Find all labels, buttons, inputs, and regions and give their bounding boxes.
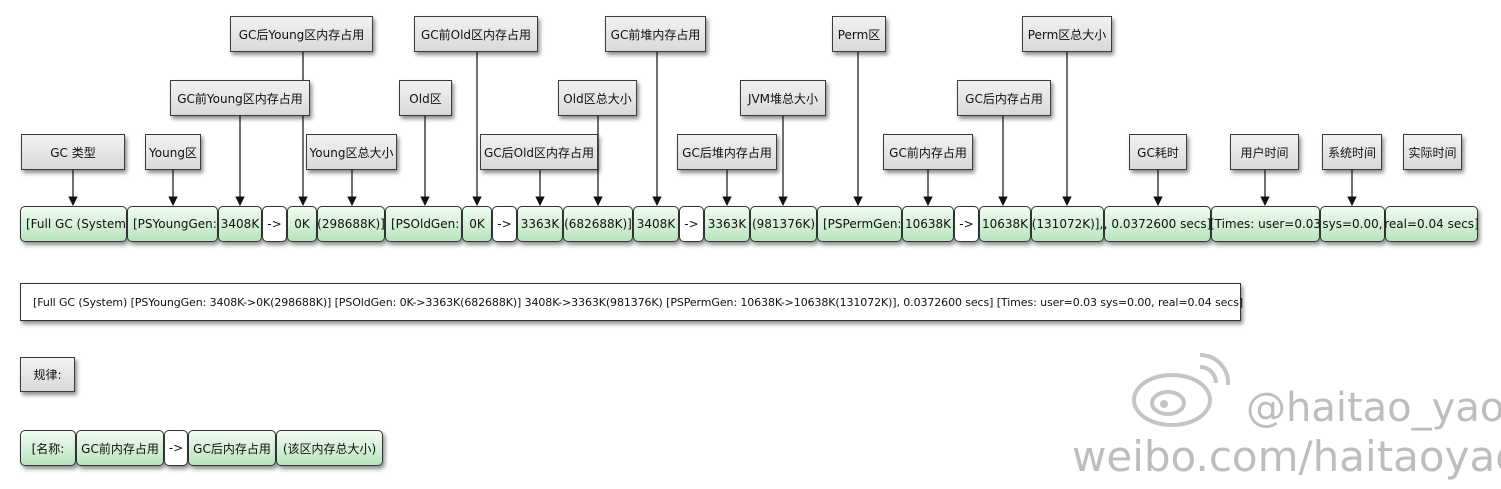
segment-heap-after: 3363K bbox=[704, 206, 750, 242]
label-young-before: GC前Young区内存占用 bbox=[170, 80, 310, 116]
segment-perm-before: 10638K bbox=[902, 206, 954, 242]
segment-gc-time: , 0.0372600 secs] bbox=[1104, 206, 1211, 242]
segment-young-after: 0K bbox=[287, 206, 317, 242]
label-jvm-heap-total: JVM堆总大小 bbox=[740, 80, 826, 116]
segment-psoldgen: [PSOldGen: bbox=[385, 206, 462, 242]
label-perm-area: Perm区 bbox=[832, 16, 886, 52]
label-young-total: Young区总大小 bbox=[306, 134, 397, 170]
label-sys-time: 系统时间 bbox=[1322, 134, 1382, 170]
label-user-time: 用户时间 bbox=[1230, 134, 1299, 170]
segment-user-time: [Times: user=0.03 bbox=[1210, 206, 1321, 242]
segment-young-before: 3408K bbox=[218, 206, 262, 242]
label-gc-time: GC耗时 bbox=[1129, 134, 1187, 170]
label-old-before: GC前Old区内存占用 bbox=[414, 16, 538, 52]
label-young-area: Young区 bbox=[145, 134, 201, 170]
rule-before-segment: GC前内存占用 bbox=[76, 430, 164, 466]
segment-old-before: 0K bbox=[462, 206, 492, 242]
full-log-line: [Full GC (System) [PSYoungGen: 3408K->0K… bbox=[20, 283, 1243, 321]
rule-name-segment: [名称: bbox=[20, 430, 76, 466]
segment-sys-time: sys=0.00, bbox=[1320, 206, 1385, 242]
segment-old-after: 3363K bbox=[517, 206, 563, 242]
segment-young-arrow: -> bbox=[262, 206, 287, 242]
label-heap-after: GC后堆内存占用 bbox=[677, 134, 777, 170]
segment-jvm-heap-total: (981376K) bbox=[750, 206, 817, 242]
segment-old-total: (682688K)] bbox=[563, 206, 633, 242]
segment-young-total: (298688K)] bbox=[317, 206, 385, 242]
label-young-after: GC后Young区内存占用 bbox=[230, 16, 373, 52]
rule-total-segment: (该区内存总大小) bbox=[276, 430, 383, 466]
rule-title: 规律: bbox=[20, 357, 75, 392]
label-old-after: GC后Old区内存占用 bbox=[480, 134, 598, 170]
label-old-total: Old区总大小 bbox=[558, 80, 637, 116]
rule-arrow-segment: -> bbox=[164, 430, 188, 466]
segment-perm-after: 10638K bbox=[979, 206, 1031, 242]
watermark-handle: @haitao_yao bbox=[1246, 385, 1501, 431]
segment-perm-arrow: -> bbox=[954, 206, 979, 242]
label-perm-after: GC后内存占用 bbox=[957, 80, 1051, 116]
label-heap-before: GC前堆内存占用 bbox=[605, 16, 706, 52]
segment-perm-total: (131072K)], bbox=[1031, 206, 1104, 242]
label-perm-before: GC前内存占用 bbox=[883, 134, 973, 170]
watermark-url: weibo.com/haitaoyao bbox=[1072, 432, 1501, 481]
segment-old-arrow: -> bbox=[492, 206, 517, 242]
segment-real-time: real=0.04 secs] bbox=[1384, 206, 1479, 242]
segment-psyounggen: [PSYoungGen: bbox=[127, 206, 218, 242]
segment-heap-before: 3408K bbox=[633, 206, 679, 242]
segment-heap-arrow: -> bbox=[679, 206, 704, 242]
label-real-time: 实际时间 bbox=[1403, 134, 1462, 170]
label-perm-total: Perm区总大小 bbox=[1022, 16, 1112, 52]
weibo-logo-icon bbox=[1132, 352, 1231, 427]
rule-after-segment: GC后内存占用 bbox=[188, 430, 276, 466]
label-gc-type: GC 类型 bbox=[21, 134, 125, 170]
label-old-area: Old区 bbox=[399, 80, 452, 116]
segment-pspermgen: [PSPermGen: bbox=[817, 206, 902, 242]
segment-full-gc: [Full GC (System) bbox=[20, 206, 131, 242]
